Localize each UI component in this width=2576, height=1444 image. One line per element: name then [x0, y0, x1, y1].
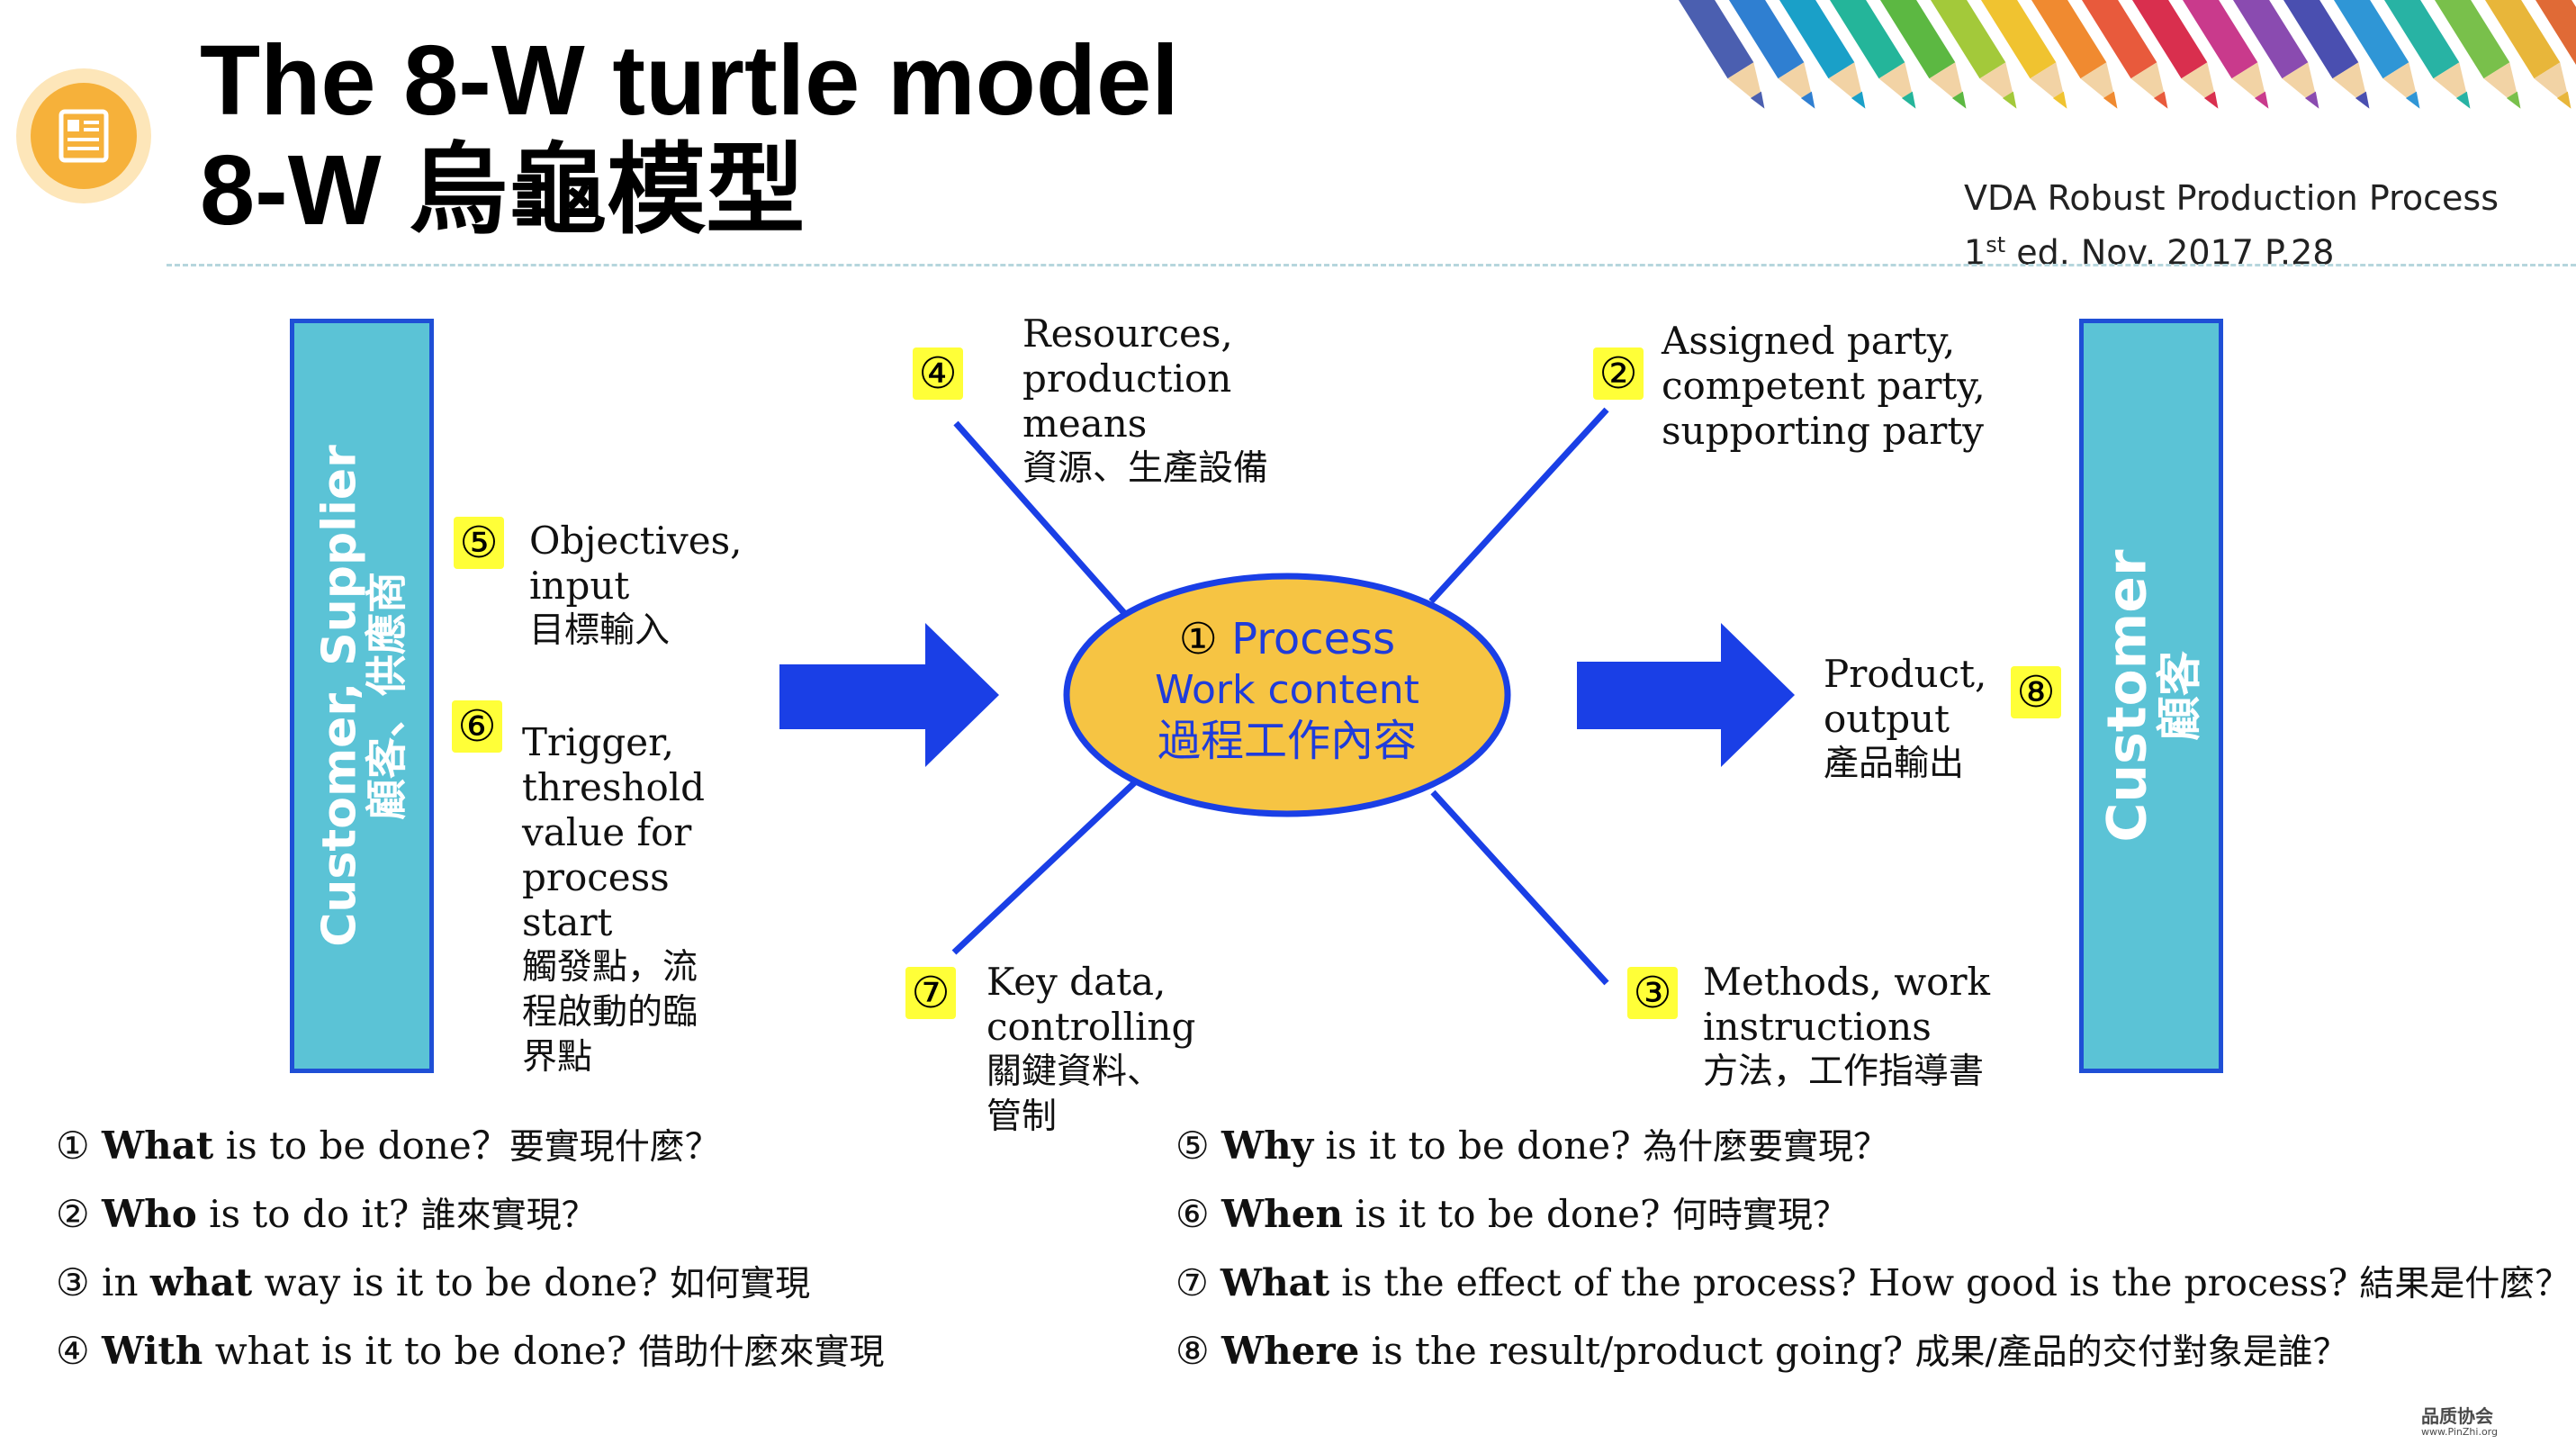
customer-box: Customer 顧客	[2079, 319, 2223, 1073]
page-title-chinese: 8-W 烏龜模型	[200, 135, 806, 246]
pencil	[1858, 0, 1967, 109]
pencil	[1757, 0, 1866, 109]
marker-4: ④	[913, 347, 963, 400]
input-arrow	[779, 623, 999, 767]
connector-line-methods	[1430, 790, 1609, 986]
watermark-logo: 品质协会 www.PinZhi.org	[2421, 1405, 2498, 1438]
pencil	[2009, 0, 2118, 109]
pencil	[2311, 0, 2420, 109]
page-title: The 8-W turtle model	[200, 25, 1179, 136]
question-1: ① What is to be done？要實現什麼？	[56, 1124, 720, 1168]
pencil	[2261, 0, 2370, 109]
pencil	[2463, 0, 2571, 109]
label-assigned-party: Assigned party,competent party,supportin…	[1662, 319, 1986, 453]
pencil	[2059, 0, 2168, 109]
output-arrow	[1577, 623, 1795, 767]
pencil	[2211, 0, 2319, 109]
marker-8: ⑧	[2011, 666, 2061, 718]
pencil	[2160, 0, 2269, 109]
marker-7: ⑦	[905, 967, 956, 1019]
marker-3: ③	[1627, 967, 1678, 1019]
question-7: ⑦ What is the effect of the process? How…	[1175, 1261, 2571, 1304]
connector-line-keydata	[951, 779, 1139, 955]
pencil	[2513, 0, 2576, 79]
pencil	[1707, 0, 1815, 109]
pencil	[2412, 0, 2521, 109]
question-3: ③ in what way is it to be done? 如何實現	[56, 1260, 811, 1304]
connector-line-assigned	[1428, 407, 1609, 604]
question-2: ② Who is to do it? 誰來實現？	[56, 1192, 597, 1236]
pencils-image	[1656, 0, 2576, 109]
pencil	[1807, 0, 1916, 109]
marker-5: ⑤	[454, 517, 504, 569]
customer-supplier-box: Customer, Supplier 顧客、供應商	[290, 319, 434, 1073]
marker-6: ⑥	[452, 700, 502, 753]
pencil	[1959, 0, 2067, 109]
pencil	[1656, 0, 1765, 109]
reference-source: VDA Robust Production Process	[1964, 178, 2499, 218]
pencil	[1908, 0, 2017, 109]
question-4: ④ With what is it to be done? 借助什麼來實現	[56, 1329, 885, 1373]
document-icon	[16, 68, 151, 203]
pencil	[2110, 0, 2219, 109]
process-label: ① Process Work content 過程工作內容	[1155, 614, 1419, 766]
connector-line-resources	[953, 420, 1128, 617]
marker-2: ②	[1593, 347, 1644, 400]
question-5: ⑤ Why is it to be done? 為什麼要實現？	[1175, 1124, 1889, 1168]
pencil	[2362, 0, 2471, 109]
process-ellipse	[1063, 573, 1511, 817]
header-divider	[167, 264, 2576, 266]
question-6: ⑥ When is it to be done? 何時實現？	[1175, 1192, 1848, 1236]
question-8: ⑧ Where is the result/product going? 成果/…	[1175, 1329, 2348, 1373]
